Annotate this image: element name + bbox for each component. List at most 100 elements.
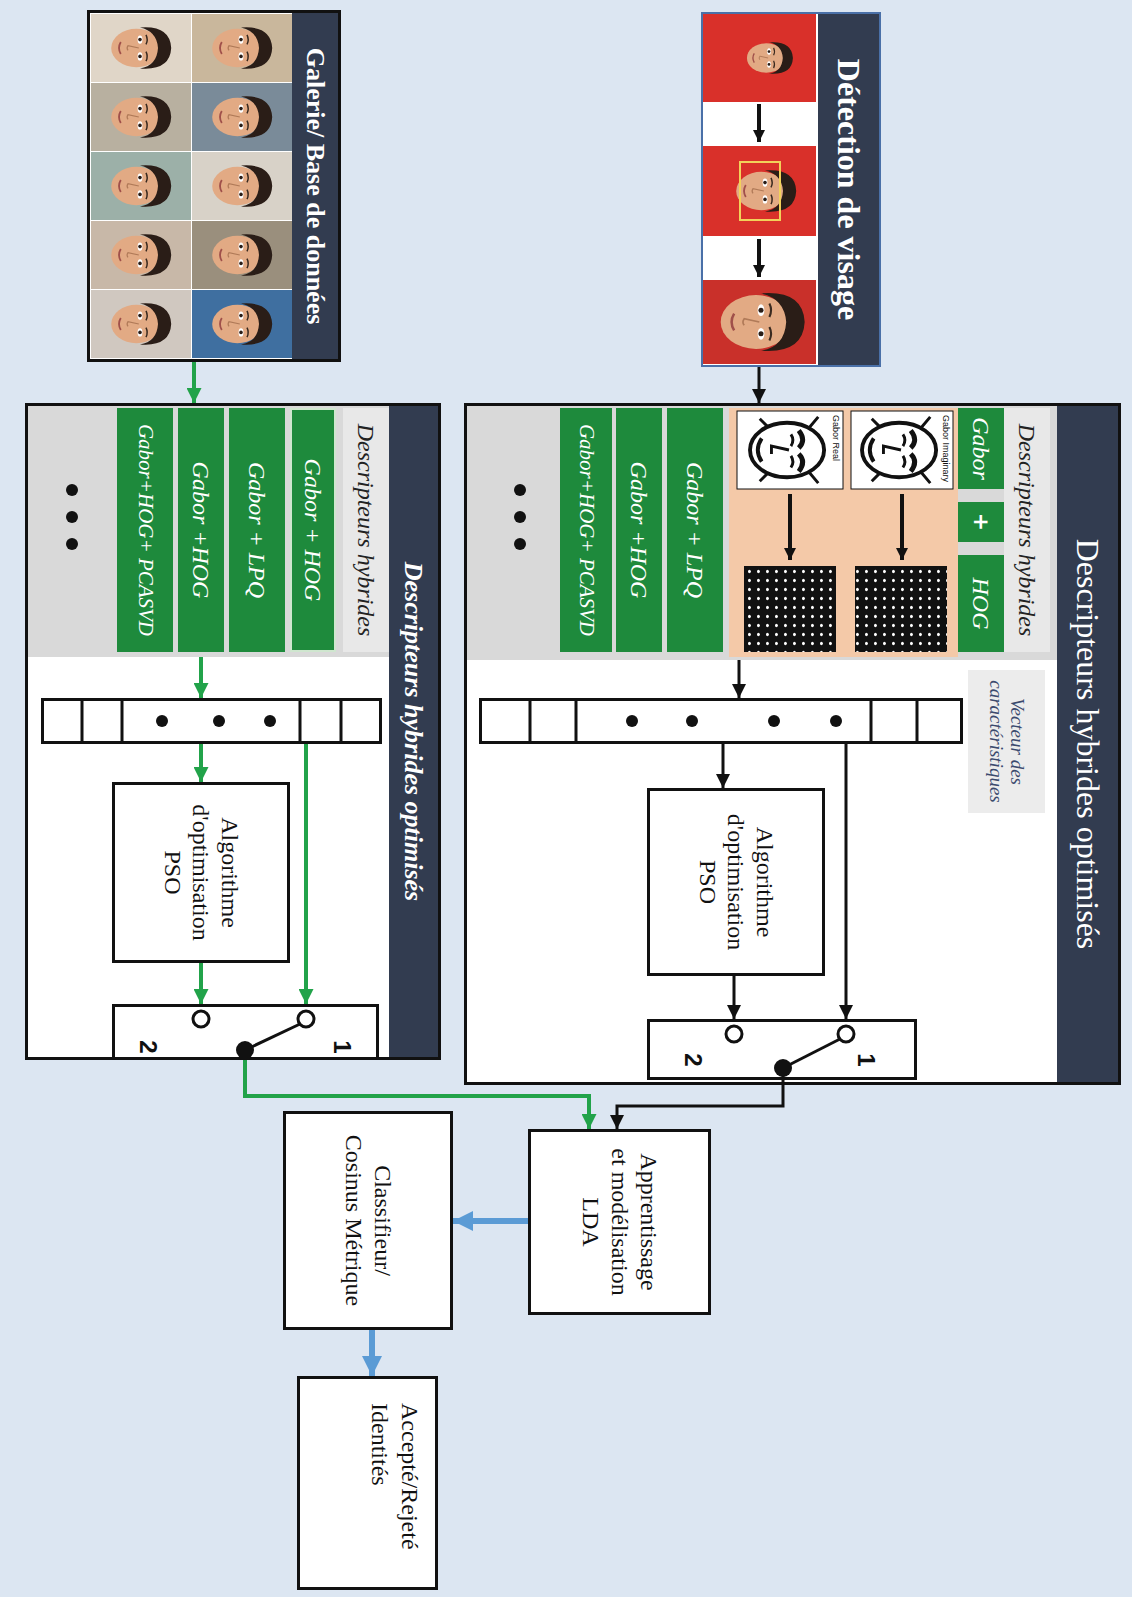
descriptor-box: Gabor + LPQ (229, 408, 285, 652)
flow-arrow (845, 744, 848, 1019)
descriptor-box: Gabor + HOG (290, 408, 336, 652)
vector-dot (830, 715, 842, 727)
flow-arrow (369, 1330, 375, 1376)
ellipsis-dot (66, 538, 78, 550)
descriptor-box: Gabor+HOG+ PCASVD (117, 408, 173, 652)
process-label: Classifieur/ Cosinus Métrique (339, 1126, 397, 1316)
vector-dot (213, 715, 225, 727)
image-caption: Gabor Real (830, 413, 841, 463)
detection-frame (740, 162, 780, 220)
face-photo (212, 27, 272, 68)
terminal-number: 1 (854, 1048, 878, 1072)
photo-background (192, 290, 292, 358)
operator-box: + (958, 502, 1004, 542)
face-photo (212, 234, 272, 275)
face-photo (721, 293, 805, 351)
switch-terminal (193, 1011, 209, 1027)
descriptor-box: HOG (958, 555, 1004, 652)
face-photo (747, 42, 793, 74)
terminal-number: 1 (330, 1035, 354, 1059)
photo-background (192, 14, 292, 82)
vector-dot (686, 715, 698, 727)
gabor-image (862, 417, 936, 483)
step-arrow (757, 239, 761, 277)
flow-arrow (199, 657, 203, 698)
feature-vector: Vecteur des caractéristiques (479, 698, 963, 744)
face-photo (212, 165, 272, 206)
descriptor-box: Gabor +HOG (178, 408, 224, 652)
face-photo (111, 303, 171, 344)
switch-terminal (726, 1026, 742, 1042)
process-label: Apprentissage et modélisation LDA (576, 1143, 662, 1301)
panel-heading: Galerie/ Base de données (292, 13, 338, 359)
descriptor-label: Gabor+HOG+ PCASVD (133, 424, 156, 636)
descriptor-label: Gabor +HOG (626, 462, 652, 599)
descriptor-label: Gabor+HOG+ PCASVD (574, 424, 597, 636)
descriptor-label: Gabor + LPQ (244, 462, 270, 598)
flow-arrow (758, 367, 761, 403)
switch-box: 12 (112, 1004, 379, 1060)
face-photo (111, 234, 171, 275)
flow-arrow (738, 660, 741, 698)
flow-arrow (617, 1080, 783, 1129)
terminal-number: 2 (136, 1035, 160, 1059)
photo-background (192, 83, 292, 151)
vector-fill (479, 698, 963, 744)
flow-arrow (199, 963, 203, 1004)
feature-vector (41, 698, 382, 744)
vector-label: Vecteur des caractéristiques (968, 670, 1045, 813)
illustration-ground (729, 408, 958, 657)
ellipsis-dot (66, 484, 78, 496)
output-box: Accepté/RejetéIdentités (297, 1376, 438, 1590)
switch-terminal (838, 1026, 854, 1042)
output-item: Identités (365, 1379, 395, 1583)
vector-dot (156, 715, 168, 727)
group-column: Descripteurs hybridesGabor + HOG Gabor + … (28, 406, 389, 657)
switch-box: 12 (647, 1019, 917, 1080)
process-box: Classifieur/ Cosinus Métrique (283, 1111, 453, 1330)
switch-pivot (236, 1041, 254, 1059)
process-box: Algorithme d'optimisation PSO (112, 782, 290, 963)
switch-fill (112, 1004, 379, 1060)
photo-background (91, 83, 191, 151)
process-box: Apprentissage et modélisation LDA (528, 1129, 711, 1315)
photo-background (703, 14, 816, 102)
flow-arrow (733, 976, 736, 1019)
descriptor-box: Gabor + LPQ (667, 408, 723, 652)
ellipsis-dot (66, 511, 78, 523)
descriptor-label: Gabor + LPQ (682, 462, 708, 598)
gabor-image (851, 411, 953, 489)
terminal-number: 2 (681, 1048, 705, 1072)
descriptor-box: Gabor (958, 408, 1004, 489)
face-photo (111, 27, 171, 68)
switch-lever (245, 1024, 300, 1050)
ellipsis-dot (514, 538, 526, 550)
photo-background (703, 280, 816, 364)
photo-background (91, 221, 191, 289)
group-label: Descripteurs hybrides (343, 408, 389, 652)
switch-terminal (298, 1011, 314, 1027)
flow-arrow (304, 744, 308, 1004)
flow-arrow (722, 744, 725, 788)
panel-heading: Descripteurs hybrides optimisés (389, 406, 438, 1057)
photo-background (91, 290, 191, 358)
panel: Descripteurs hybrides optimisésDescripte… (464, 403, 1121, 1085)
process-box: Algorithme d'optimisation PSO (647, 788, 825, 976)
flow-arrow (192, 362, 196, 403)
group-label: Descripteurs hybrides (1004, 408, 1050, 652)
ellipsis-dot (514, 511, 526, 523)
face-photo (736, 170, 796, 211)
panel-heading: Descripteurs hybrides optimisés (1057, 406, 1118, 1082)
vector-cell (82, 698, 341, 744)
column-fill (467, 406, 1057, 660)
step-arrow (788, 494, 792, 560)
vector-fill (41, 698, 382, 744)
descriptor-box: Gabor+HOG+ PCASVD (560, 408, 612, 652)
panel-heading: Détection de visage (818, 14, 879, 365)
photo-background (192, 221, 292, 289)
descriptor-label: + (969, 513, 993, 531)
panel: Descripteurs hybrides optimisésDescripte… (25, 403, 441, 1060)
switch-lever (783, 1039, 840, 1068)
vector-dot (768, 715, 780, 727)
